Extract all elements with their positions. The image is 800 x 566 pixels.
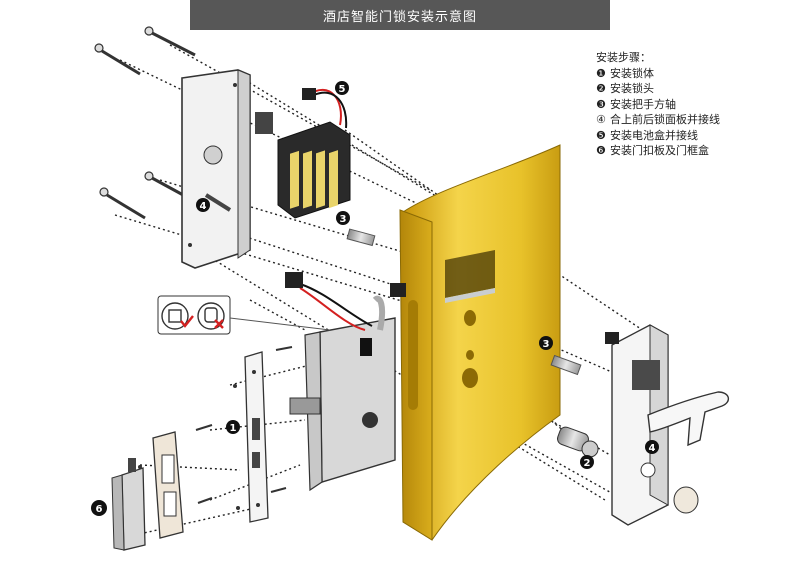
- svg-text:2: 2: [584, 458, 591, 469]
- door-panel: [399, 144, 561, 541]
- long-screws: [94, 26, 196, 220]
- keyhole-icon: [640, 462, 656, 478]
- handle-lever: [647, 391, 729, 447]
- step-number: ❻: [596, 144, 606, 157]
- knob-icon: [203, 145, 223, 165]
- spindle-bar: [550, 354, 582, 376]
- svg-text:6: 6: [96, 504, 103, 515]
- guide-line: [344, 129, 446, 201]
- svg-text:4: 4: [200, 201, 207, 212]
- step-number: ❸: [596, 97, 606, 111]
- guide-line: [209, 464, 301, 501]
- face-plate: [244, 351, 269, 523]
- guide-line: [114, 214, 466, 321]
- step-text: 安装门扣板及门框盒: [610, 144, 709, 157]
- step-text: 合上前后锁面板并接线: [610, 113, 720, 126]
- lock-body: [285, 272, 406, 492]
- screw-icon: [144, 26, 196, 57]
- guide-line: [134, 507, 256, 536]
- step-number: ❶: [596, 66, 606, 80]
- guide-line: [209, 419, 306, 431]
- guide-line: [229, 364, 311, 386]
- connector-icon: [302, 88, 316, 100]
- door-mortise-slot: [408, 300, 418, 410]
- cross-icon: [214, 319, 224, 329]
- strike-plate: [152, 431, 184, 539]
- strike-box: [111, 458, 146, 551]
- callout-badge: 4: [645, 440, 659, 454]
- step-item: ❺ 安装电池盒并接线: [596, 128, 720, 144]
- step-number: ❷: [596, 82, 606, 95]
- cover-cap: [673, 486, 699, 514]
- guide-line: [189, 244, 606, 501]
- callout-badge: 2: [580, 455, 594, 469]
- back-panel-latch: [255, 112, 273, 134]
- step-number: ④: [596, 113, 606, 126]
- connector-icon: [285, 272, 303, 288]
- screw-icon: [99, 187, 146, 220]
- check-icon: [180, 315, 194, 328]
- front-panel: [605, 324, 729, 526]
- callout-badge: 5: [335, 81, 349, 95]
- svg-text:1: 1: [230, 423, 237, 434]
- svg-text:4: 4: [649, 443, 656, 454]
- lock-cylinder-hole: [362, 412, 378, 428]
- spindle-bar: [346, 228, 376, 247]
- step-item: ❸ 安装把手方轴: [596, 97, 720, 113]
- callout-badges: 1 2 3 3 4 4 5 6: [91, 81, 659, 516]
- step-number: ❺: [596, 128, 606, 142]
- step-text: 安装锁头: [610, 82, 654, 95]
- step-item: ❻ 安装门扣板及门框盒: [596, 143, 720, 159]
- connector-icon: [390, 283, 406, 297]
- svg-text:3: 3: [543, 339, 550, 350]
- callout-badge: 1: [226, 420, 240, 434]
- back-panel: [181, 69, 273, 269]
- guide-line: [469, 309, 631, 381]
- screw-icon: [144, 171, 186, 198]
- step-text: 安装把手方轴: [610, 97, 676, 111]
- svg-text:5: 5: [339, 84, 346, 95]
- callout-badge: 4: [196, 198, 210, 212]
- callout-badge: 3: [336, 211, 350, 225]
- step-item: ❷ 安装锁头: [596, 81, 720, 97]
- lock-cylinder: [557, 426, 599, 458]
- page-title: 酒店智能门锁安装示意图: [190, 0, 610, 30]
- guide-line: [249, 299, 306, 331]
- callout-badge: 6: [91, 500, 107, 516]
- orientation-hint: [157, 295, 331, 335]
- step-text: 安装锁体: [610, 66, 654, 80]
- step-text: 安装电池盒并接线: [610, 128, 698, 142]
- door-cutout: [445, 250, 495, 298]
- card-reader-window: [632, 360, 660, 390]
- battery-box: [277, 88, 351, 219]
- step-item: ❶ 安装锁体: [596, 66, 720, 82]
- step-item: ④ 合上前后锁面板并接线: [596, 112, 720, 128]
- svg-text:3: 3: [340, 214, 347, 225]
- screw-icon: [94, 43, 141, 76]
- steps-heading: 安装步骤：: [596, 51, 651, 64]
- connector-icon: [605, 332, 619, 344]
- callout-badge: 3: [539, 336, 553, 350]
